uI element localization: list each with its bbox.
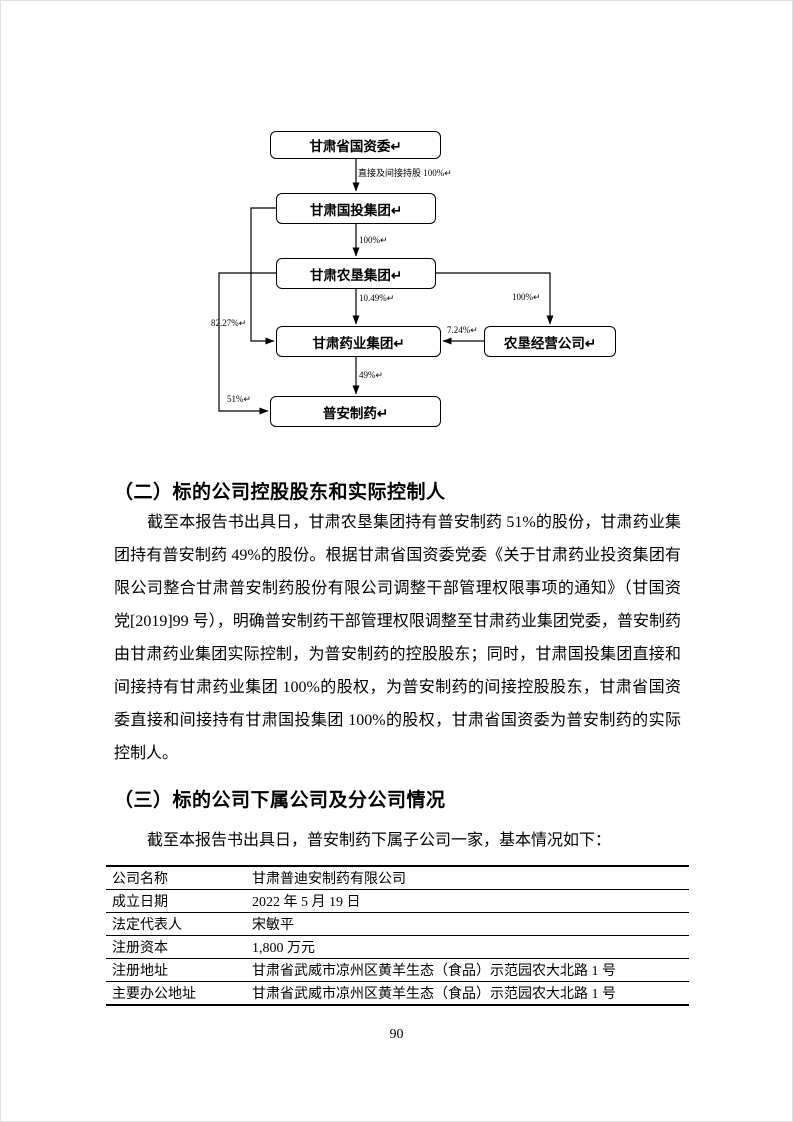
table-cell-value: 1,800 万元 (246, 935, 689, 959)
table-row: 成立日期 2022 年 5 月 19 日 (106, 889, 689, 913)
table-cell-value: 宋敏平 (246, 912, 689, 936)
edge-label-nongken-puan-51: 51%↵ (227, 394, 252, 404)
table-row: 法定代表人 宋敏平 (106, 912, 689, 936)
table-row: 注册资本 1,800 万元 (106, 935, 689, 959)
node-gansu-yaoye-group: 甘肃药业集团↵ (276, 326, 441, 357)
table-row: 注册地址 甘肃省武威市凉州区黄羊生态（食品）示范园农大北路 1 号 (106, 958, 689, 982)
edge-label-nongken-yaoye-10-49: 10.49%↵ (359, 293, 395, 303)
edge-label-nongken-jingying-100: 100%↵ (512, 292, 541, 302)
connector-lines (218, 159, 554, 415)
table-row: 主要办公地址 甘肃省武威市凉州区黄羊生态（食品）示范园农大北路 1 号 (106, 982, 689, 1006)
connector-guotou-yaoye (250, 207, 276, 345)
table-cell-label: 成立日期 (106, 889, 246, 913)
edge-label-guotou-yaoye-82-27: 82.27%↵ (211, 318, 247, 328)
table-cell-value: 甘肃省武威市凉州区黄羊生态（食品）示范园农大北路 1 号 (252, 987, 616, 1002)
page-number: 90 (389, 1027, 404, 1042)
table-cell-label: 主要办公地址 (112, 987, 196, 1002)
subsidiary-table: 公司名称 甘肃普迪安制药有限公司 成立日期 2022 年 5 月 19 日 法定… (106, 865, 689, 1006)
edge-label-guotou-nongken-100: 100%↵ (359, 235, 388, 245)
table-cell-label: 注册资本 (106, 935, 246, 959)
table-cell-value: 甘肃省武威市凉州区黄羊生态（食品）示范园农大北路 1 号 (246, 958, 689, 982)
node-gansu-guotou-group: 甘肃国投集团↵ (276, 193, 436, 224)
edge-label-direct-indirect-100: 直接及间接持股 100%↵ (358, 168, 452, 178)
table-cell-label: 公司名称 (106, 866, 246, 890)
connector-nongken-jingying (436, 272, 554, 325)
section-2-paragraph: 截至本报告书出具日，甘肃农垦集团持有普安制药 51%的股份，甘肃药业集团持有普安… (114, 514, 681, 762)
table-cell-value: 2022 年 5 月 19 日 (246, 889, 689, 913)
table-cell-value: 甘肃普迪安制药有限公司 (246, 866, 689, 890)
node-gansu-nongken-group: 甘肃农垦集团↵ (276, 258, 436, 289)
table-cell-label: 法定代表人 (106, 912, 246, 936)
connector-nongken-puan (218, 272, 276, 415)
section-2-heading: （二）标的公司控股股东和实际控制人 (114, 482, 446, 503)
section-3-paragraph: 截至本报告书出具日，普安制药下属子公司一家，基本情况如下： (147, 832, 612, 849)
edge-label-jingying-yaoye-7-24: 7.24%↵ (447, 325, 478, 335)
edge-label-yaoye-puan-49: 49%↵ (359, 370, 384, 380)
node-gansu-sasac: 甘肃省国资委↵ (270, 131, 441, 159)
node-nongken-jingying-company: 农垦经营公司↵ (484, 326, 616, 357)
table-cell-label: 注册地址 (106, 958, 246, 982)
table-row: 公司名称 甘肃普迪安制药有限公司 (106, 866, 689, 890)
node-puan-pharma: 普安制药↵ (270, 396, 441, 427)
ownership-structure-chart: 甘肃省国资委↵ 甘肃国投集团↵ 甘肃农垦集团↵ 甘肃药业集团↵ 农垦经营公司↵ … (1, 1, 792, 456)
section-3-heading: （三）标的公司下属公司及分公司情况 (114, 790, 446, 811)
